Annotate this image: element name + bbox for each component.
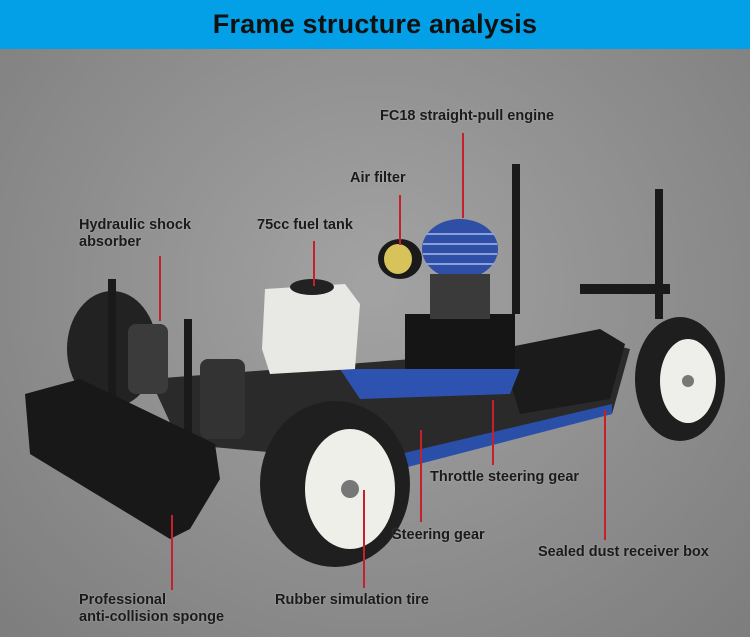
- shock-absorber: [128, 324, 168, 394]
- label-shock-line2: absorber: [79, 234, 142, 250]
- rc-car-illustration: [25, 164, 725, 567]
- label-tire: Rubber simulation tire: [275, 592, 429, 608]
- label-throttle-gear: Throttle steering gear: [430, 469, 580, 485]
- blue-chassis-rail: [400, 404, 612, 469]
- pointer-line-steering: [420, 430, 422, 522]
- pointer-line-receiver: [604, 410, 606, 540]
- pointer-line-tire: [363, 490, 365, 588]
- label-shock-line1: Hydraulic shock: [79, 217, 192, 233]
- label-air-filter: Air filter: [350, 170, 406, 186]
- label-engine: FC18 straight-pull engine: [380, 108, 555, 124]
- label-steering-gear: Steering gear: [392, 527, 485, 543]
- pointer-line-fuel-tank: [313, 241, 315, 286]
- pointer-line-throttle: [492, 400, 494, 465]
- page-title: Frame structure analysis: [212, 9, 538, 39]
- title-banner: Frame structure analysis: [0, 0, 750, 49]
- label-sponge: Professional anti-collision sponge: [79, 592, 224, 626]
- bumper-sponge: [25, 379, 220, 539]
- fuel-tank: [262, 284, 360, 374]
- label-sponge-line1: Professional: [79, 592, 167, 608]
- pointer-line-air-filter: [399, 195, 401, 245]
- engine-head: [422, 219, 498, 279]
- pointer-line-engine: [462, 133, 464, 218]
- receiver-box: [500, 329, 625, 414]
- label-receiver-box: Sealed dust receiver box: [538, 544, 709, 560]
- label-shock: Hydraulic shock absorber: [79, 217, 191, 251]
- label-fuel-tank: 75cc fuel tank: [257, 217, 353, 233]
- label-sponge-line2: anti-collision sponge: [79, 609, 225, 625]
- pointer-line-sponge: [171, 515, 173, 590]
- pointer-line-shock: [159, 256, 161, 321]
